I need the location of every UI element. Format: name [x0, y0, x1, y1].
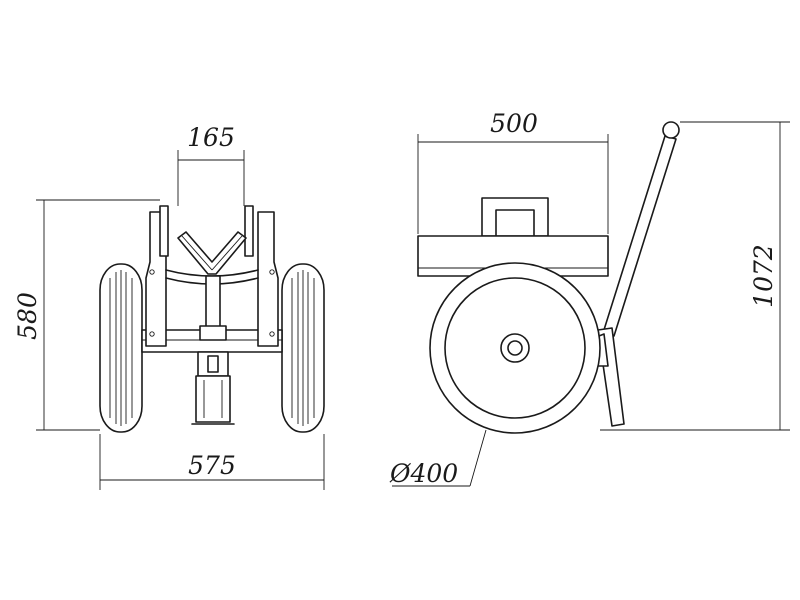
dimension-1072: 1072 [600, 121, 790, 431]
wheel-diameter-label: Ø400 [389, 459, 458, 488]
dimension-580: 580 [13, 199, 160, 431]
dimension-500: 500 [417, 109, 609, 234]
front-v-cradle [177, 231, 247, 275]
front-right-arm [244, 205, 279, 347]
front-left-wheel [99, 263, 143, 433]
dimension-165: 165 [177, 123, 245, 206]
front-view: 165 580 575 [13, 123, 325, 490]
side-top-block [481, 197, 549, 237]
dimension-165-label: 165 [187, 123, 235, 152]
dimension-580-label: 580 [13, 292, 42, 340]
dimension-575: 575 [99, 434, 325, 490]
dimension-575-label: 575 [188, 451, 236, 480]
dimension-wheel-diameter: Ø400 [389, 429, 487, 488]
dimension-1072-label: 1072 [749, 244, 778, 308]
side-handle [593, 121, 680, 427]
front-center-post [191, 275, 235, 425]
side-view: 500 1072 Ø400 [389, 109, 790, 488]
front-right-wheel [281, 263, 325, 433]
side-wheel [429, 262, 601, 434]
dimension-500-label: 500 [490, 109, 538, 138]
front-left-arm [145, 205, 169, 347]
